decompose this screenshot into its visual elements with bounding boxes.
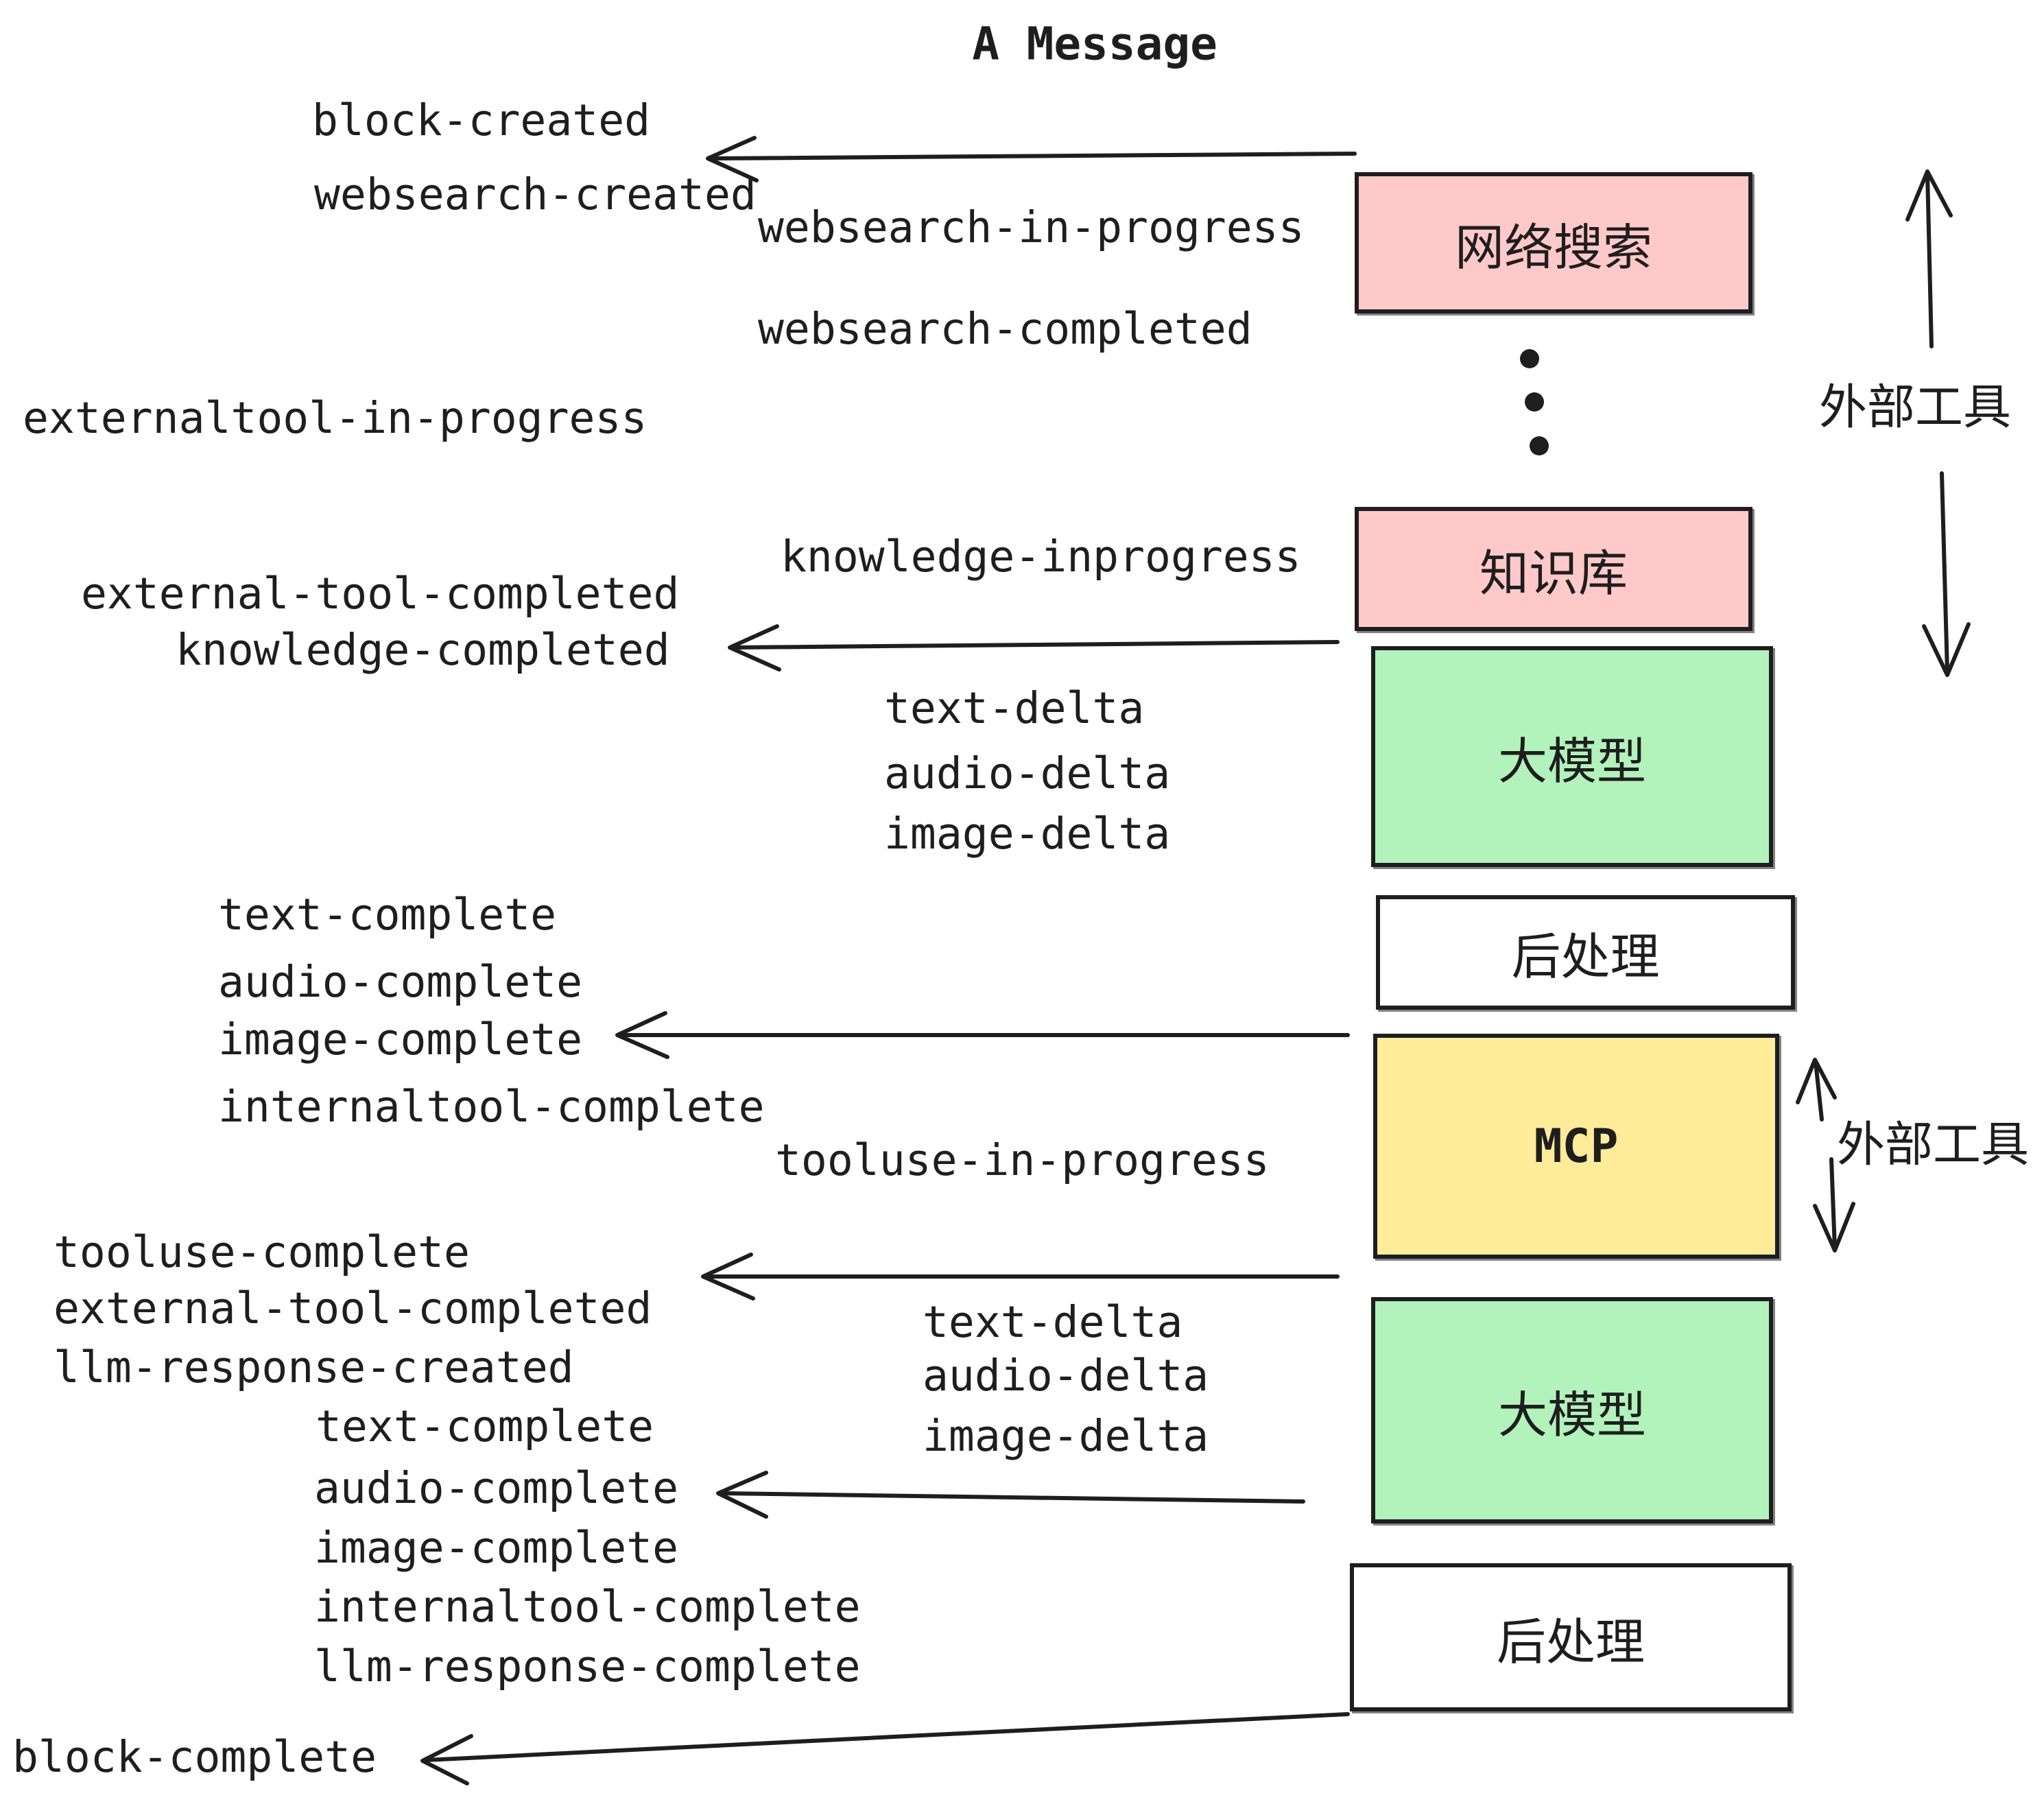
box-websearch: 网络搜索 bbox=[1355, 172, 1752, 313]
box-websearch-label: 网络搜索 bbox=[1454, 218, 1652, 276]
box-llm-2: 大模型 bbox=[1371, 1297, 1773, 1523]
box-knowledge-label: 知识库 bbox=[1479, 545, 1628, 602]
diagram-title: A Message bbox=[972, 17, 1217, 71]
event-audio-delta-2: audio-delta bbox=[923, 1350, 1209, 1401]
event-knowledge-completed: knowledge-completed bbox=[176, 624, 670, 675]
event-image-delta-1: image-delta bbox=[884, 808, 1171, 859]
external-tools-label-2: 外部工具 bbox=[1837, 1116, 2029, 1173]
ellipsis-dot-1 bbox=[1520, 349, 1539, 368]
event-block-complete: block-complete bbox=[12, 1731, 377, 1782]
event-text-complete-1: text-complete bbox=[218, 889, 557, 940]
arrow-to-image-complete bbox=[615, 1011, 1350, 1059]
event-externaltool-in-progress: externaltool-in-progress bbox=[23, 392, 647, 443]
external-tools-down-arrow-1 bbox=[1922, 471, 1971, 677]
event-websearch-in-progress: websearch-in-progress bbox=[758, 202, 1305, 252]
box-knowledge: 知识库 bbox=[1355, 507, 1752, 631]
ellipsis-dot-3 bbox=[1530, 436, 1549, 455]
external-tools-label-1: 外部工具 bbox=[1819, 379, 2011, 436]
box-mcp-label: MCP bbox=[1534, 1119, 1619, 1174]
box-post-processing-2: 后处理 bbox=[1350, 1563, 1792, 1711]
box-post-processing-1: 后处理 bbox=[1376, 895, 1795, 1010]
event-llm-response-created: llm-response-created bbox=[54, 1342, 574, 1392]
event-audio-delta-1: audio-delta bbox=[884, 748, 1171, 798]
event-image-complete-2: image-complete bbox=[314, 1522, 679, 1573]
arrow-to-block-complete bbox=[420, 1712, 1350, 1785]
event-text-delta-1: text-delta bbox=[884, 683, 1145, 733]
event-websearch-created: websearch-created bbox=[314, 169, 757, 219]
arrow-to-tooluse-complete bbox=[701, 1253, 1340, 1301]
event-internaltool-complete-2: internaltool-complete bbox=[314, 1581, 861, 1632]
box-llm-1: 大模型 bbox=[1371, 646, 1773, 867]
box-mcp: MCP bbox=[1373, 1034, 1779, 1259]
box-llm-1-label: 大模型 bbox=[1497, 732, 1646, 790]
event-audio-complete-2: audio-complete bbox=[314, 1462, 679, 1513]
event-tooluse-complete: tooluse-complete bbox=[54, 1226, 470, 1277]
external-tools-up-arrow-1 bbox=[1905, 169, 1953, 348]
event-tooluse-in-progress: tooluse-in-progress bbox=[775, 1135, 1270, 1185]
event-audio-complete-1: audio-complete bbox=[218, 956, 583, 1007]
event-block-created: block-created bbox=[312, 95, 651, 145]
event-text-complete-2: text-complete bbox=[316, 1401, 654, 1451]
event-internaltool-complete-1: internaltool-complete bbox=[218, 1081, 765, 1132]
event-text-delta-2: text-delta bbox=[923, 1296, 1183, 1347]
event-websearch-completed: websearch-completed bbox=[758, 303, 1252, 354]
event-image-delta-2: image-delta bbox=[923, 1410, 1209, 1461]
box-llm-2-label: 大模型 bbox=[1497, 1386, 1646, 1444]
box-post-processing-2-label: 后处理 bbox=[1496, 1613, 1645, 1671]
event-external-tool-completed-2: external-tool-completed bbox=[54, 1283, 652, 1333]
event-external-tool-completed: external-tool-completed bbox=[81, 568, 680, 619]
arrow-to-websearch-created bbox=[706, 136, 1357, 182]
box-post-processing-1-label: 后处理 bbox=[1511, 928, 1660, 986]
arrow-to-knowledge-completed bbox=[728, 624, 1340, 672]
event-knowledge-inprogress: knowledge-inprogress bbox=[781, 531, 1301, 582]
event-image-complete-1: image-complete bbox=[218, 1014, 583, 1065]
ellipsis-dot-2 bbox=[1525, 392, 1544, 412]
event-llm-response-complete: llm-response-complete bbox=[314, 1641, 861, 1692]
arrow-to-audio-complete bbox=[716, 1471, 1305, 1519]
external-tools-up-arrow-2 bbox=[1796, 1058, 1837, 1121]
